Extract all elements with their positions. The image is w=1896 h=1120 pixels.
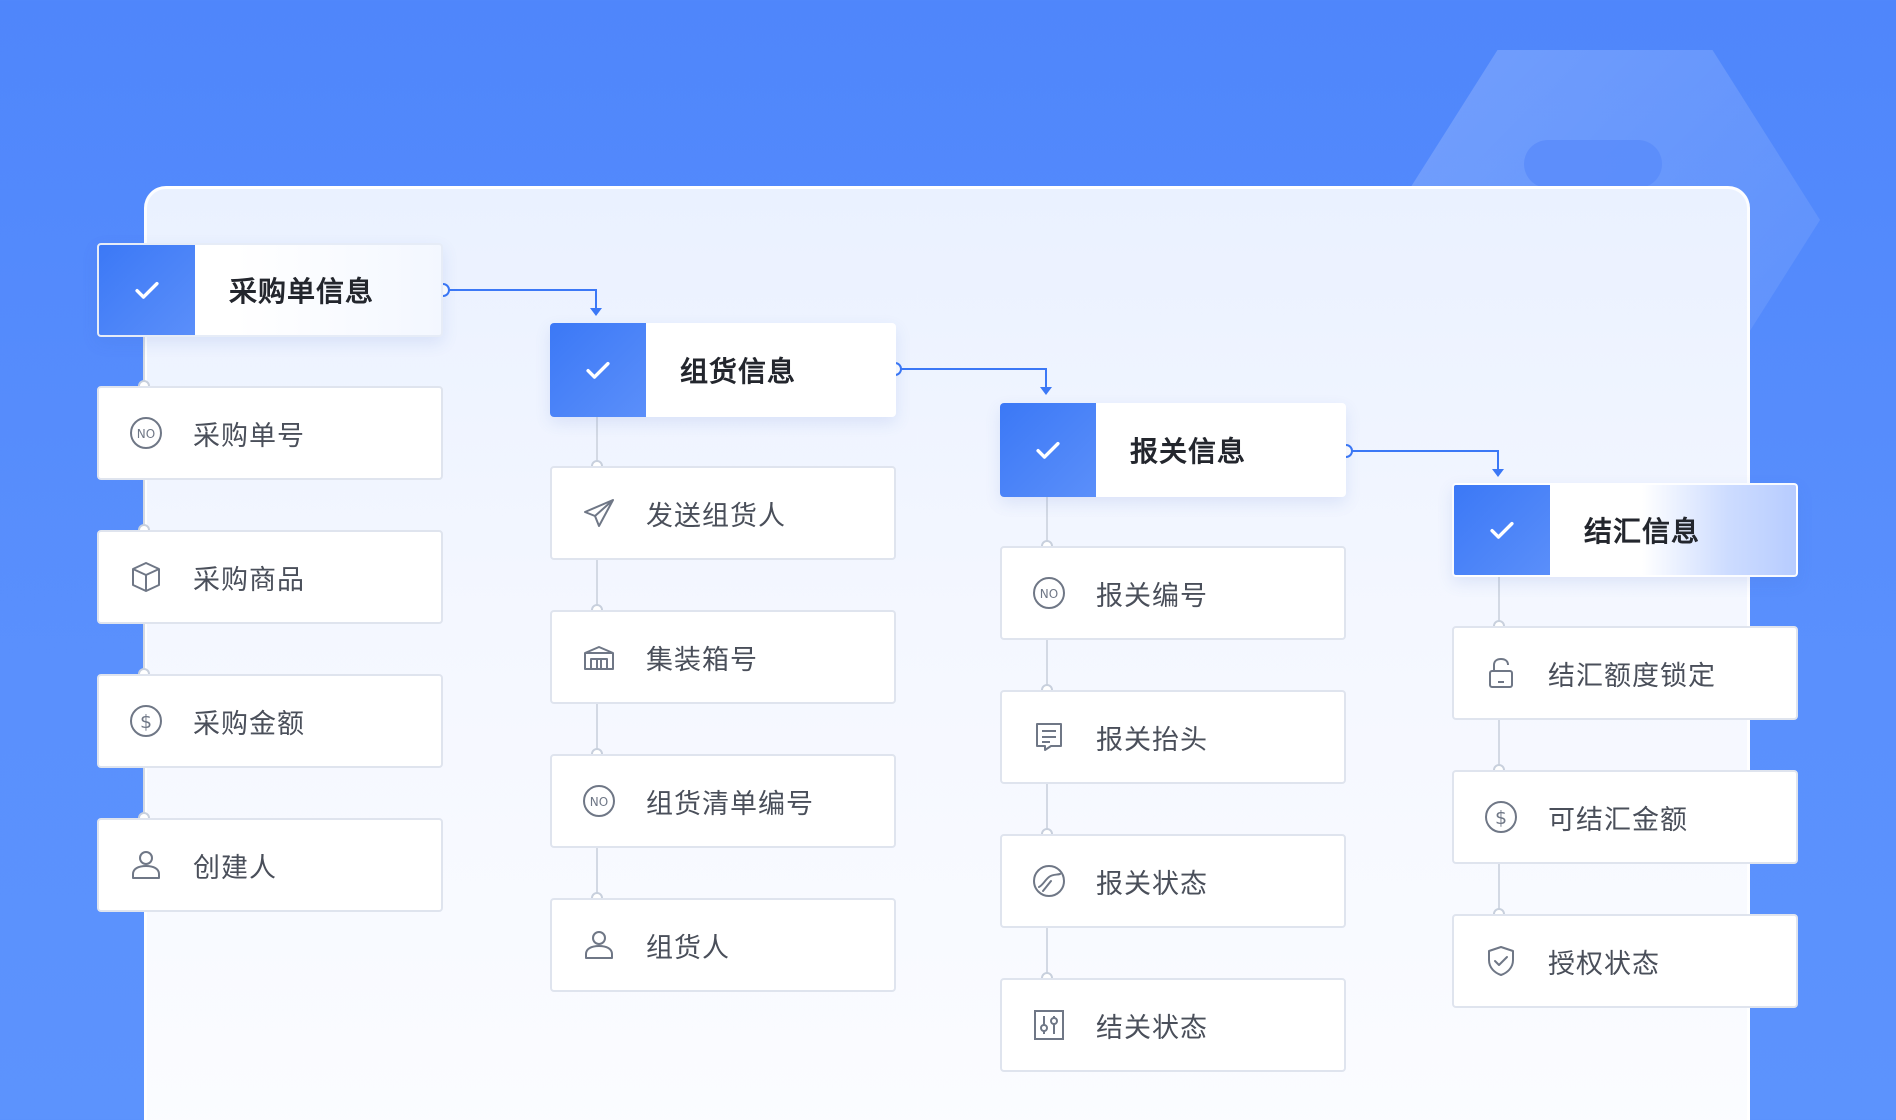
lock-icon <box>1482 654 1520 692</box>
svg-text:$: $ <box>140 711 152 733</box>
field-card[interactable]: NO 采购单号 <box>97 386 443 480</box>
dollar-icon: $ <box>1482 798 1520 836</box>
field-label: 采购单号 <box>193 420 305 452</box>
field-card[interactable]: 结汇额度锁定 <box>1452 626 1798 720</box>
field-label: 报关状态 <box>1096 868 1208 900</box>
header-settlement[interactable]: 结汇信息 <box>1452 483 1798 577</box>
sliders-icon <box>1030 1006 1068 1044</box>
shield-icon <box>1482 942 1520 980</box>
header-consolidation[interactable]: 组货信息 <box>550 323 896 417</box>
field-card[interactable]: NO 组货清单编号 <box>550 754 896 848</box>
field-label: 报关编号 <box>1096 580 1208 612</box>
field-label: 结汇额度锁定 <box>1548 660 1716 692</box>
svg-text:$: $ <box>1495 807 1507 829</box>
number-badge-icon: NO <box>127 414 165 452</box>
field-label: 采购商品 <box>193 564 305 596</box>
field-card[interactable]: NO 报关编号 <box>1000 546 1346 640</box>
field-card[interactable]: 创建人 <box>97 818 443 912</box>
header-title: 结汇信息 <box>1584 515 1701 548</box>
header-title: 组货信息 <box>680 355 797 388</box>
field-label: 报关抬头 <box>1096 724 1208 756</box>
field-card[interactable]: 组货人 <box>550 898 896 992</box>
user-icon <box>580 926 618 964</box>
document-icon <box>1030 718 1068 756</box>
field-card[interactable]: 报关抬头 <box>1000 690 1346 784</box>
field-card[interactable]: 采购商品 <box>97 530 443 624</box>
field-label: 结关状态 <box>1096 1012 1208 1044</box>
field-label: 授权状态 <box>1548 948 1660 980</box>
field-card[interactable]: $ 采购金额 <box>97 674 443 768</box>
check-icon <box>99 245 195 335</box>
number-badge-icon: NO <box>1030 574 1068 612</box>
field-card[interactable]: 集装箱号 <box>550 610 896 704</box>
field-card[interactable]: 结关状态 <box>1000 978 1346 1072</box>
field-label: 集装箱号 <box>646 644 758 676</box>
dollar-icon: $ <box>127 702 165 740</box>
container-icon <box>580 638 618 676</box>
user-icon <box>127 846 165 884</box>
check-icon <box>1454 485 1550 575</box>
header-purchase-order[interactable]: 采购单信息 <box>97 243 443 337</box>
number-badge-icon: NO <box>580 782 618 820</box>
status-circle-icon <box>1030 862 1068 900</box>
check-icon <box>1000 403 1096 497</box>
decorative-pill <box>1524 140 1662 188</box>
field-label: 发送组货人 <box>646 500 786 532</box>
svg-text:NO: NO <box>1040 587 1058 601</box>
header-title: 报关信息 <box>1130 435 1247 468</box>
svg-text:NO: NO <box>590 795 608 809</box>
field-card[interactable]: 发送组货人 <box>550 466 896 560</box>
field-label: 采购金额 <box>193 708 305 740</box>
box-icon <box>127 558 165 596</box>
field-card[interactable]: $ 可结汇金额 <box>1452 770 1798 864</box>
field-card[interactable]: 报关状态 <box>1000 834 1346 928</box>
field-label: 创建人 <box>193 852 277 884</box>
field-label: 组货人 <box>646 932 730 964</box>
field-card[interactable]: 授权状态 <box>1452 914 1798 1008</box>
svg-text:NO: NO <box>137 427 155 441</box>
field-label: 组货清单编号 <box>646 788 814 820</box>
check-icon <box>550 323 646 417</box>
header-customs[interactable]: 报关信息 <box>1000 403 1346 497</box>
field-label: 可结汇金额 <box>1548 804 1688 836</box>
header-title: 采购单信息 <box>229 275 375 308</box>
send-icon <box>580 494 618 532</box>
